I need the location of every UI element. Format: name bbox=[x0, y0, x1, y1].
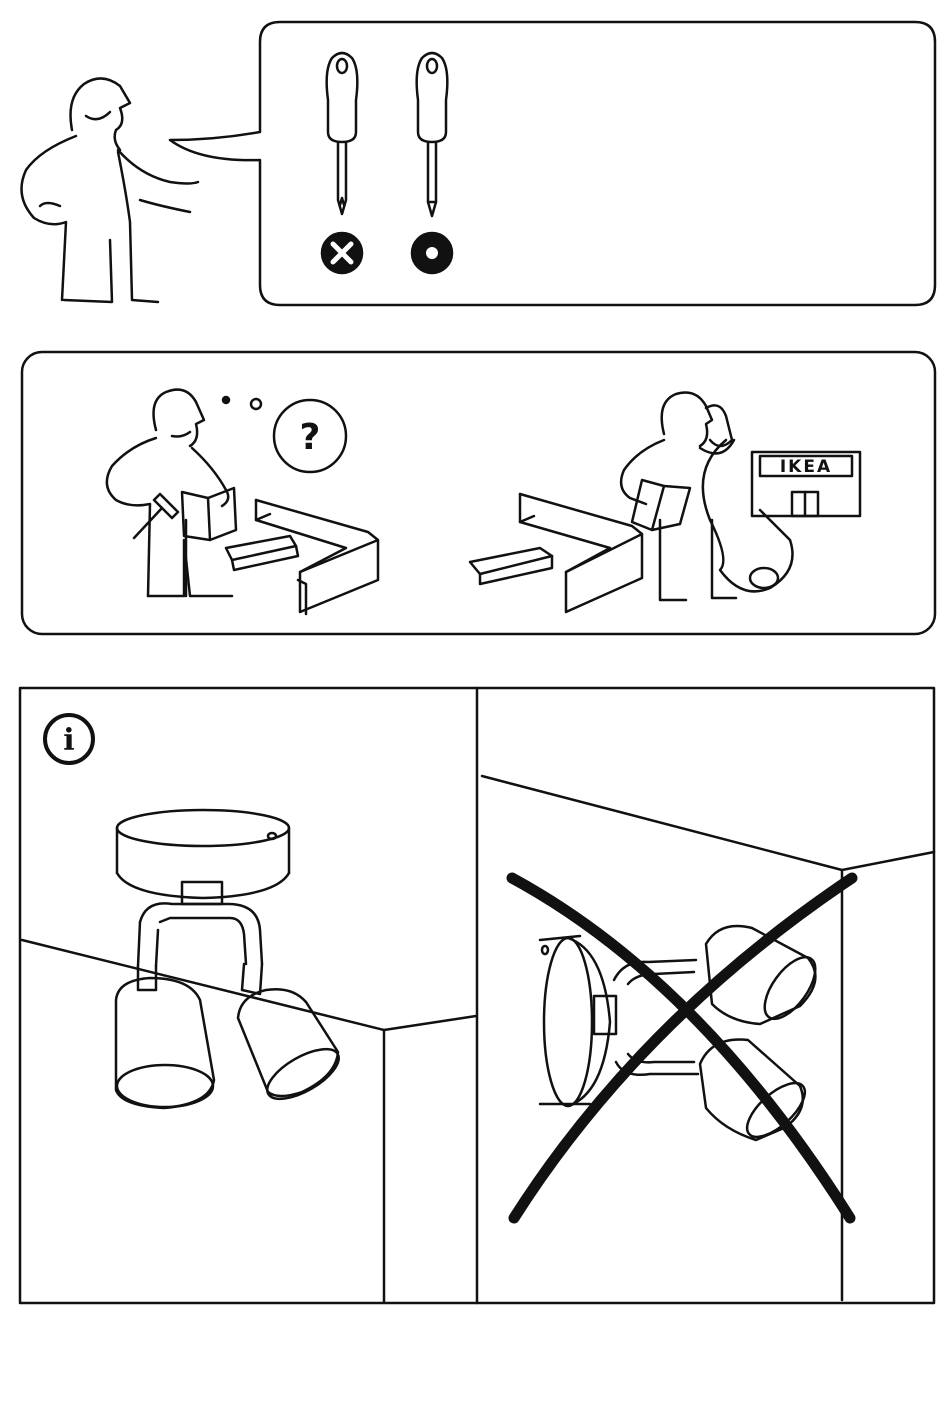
wall-mounted-spotlight-crossed bbox=[482, 776, 934, 1300]
ikea-store-icon: IKEA bbox=[752, 452, 860, 516]
disassembled-shelf-right bbox=[470, 494, 642, 612]
ceiling-mounted-spotlight bbox=[22, 810, 476, 1302]
svg-text:i: i bbox=[63, 723, 74, 758]
confused-man-figure bbox=[107, 390, 232, 596]
hammer-icon bbox=[134, 494, 178, 538]
room-corner-lines bbox=[22, 940, 476, 1030]
disassembled-shelf-left bbox=[226, 500, 378, 614]
help-panel: ? IKEA bbox=[22, 352, 935, 634]
cross-mark-icon bbox=[512, 878, 852, 1218]
info-icon: i bbox=[45, 715, 93, 763]
ikea-store-sign: IKEA bbox=[780, 457, 832, 477]
x-mark-icon bbox=[322, 233, 362, 273]
flathead-screwdriver-icon bbox=[417, 53, 448, 216]
speech-bubble bbox=[170, 22, 935, 305]
screwdriver-panel bbox=[22, 22, 936, 305]
thought-bubble: ? bbox=[223, 397, 346, 472]
room-corner-lines bbox=[482, 776, 934, 870]
instruction-man-figure bbox=[22, 78, 199, 302]
mounting-panel: i bbox=[20, 688, 934, 1303]
ok-mark-icon bbox=[412, 233, 452, 273]
question-mark: ? bbox=[300, 417, 321, 458]
phillips-screwdriver-icon bbox=[327, 53, 358, 214]
